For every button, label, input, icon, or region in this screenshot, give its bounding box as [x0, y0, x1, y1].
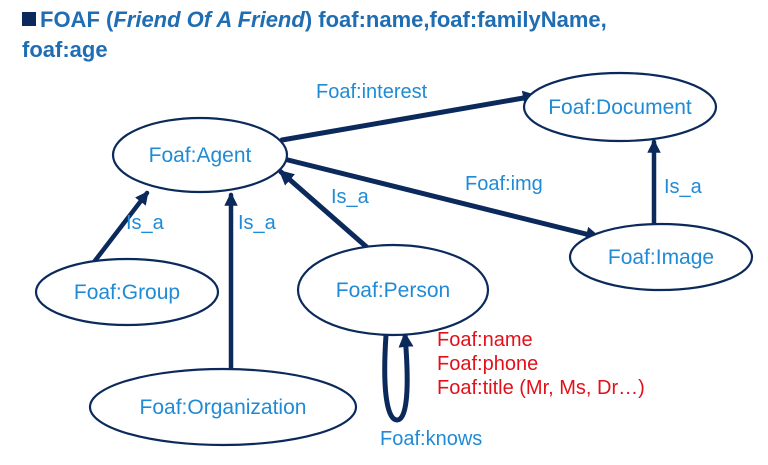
node-image-label: Foaf:Image [608, 246, 714, 269]
edge-agent-document [279, 90, 538, 143]
node-agent-label: Foaf:Agent [149, 144, 252, 167]
label-interest: Foaf:interest [316, 81, 428, 103]
person-property-name: Foaf:name [437, 329, 533, 351]
node-agent: Foaf:Agent [111, 116, 289, 194]
label-img: Foaf:img [465, 173, 543, 195]
node-organization-label: Foaf:Organization [140, 396, 307, 419]
node-person-label: Foaf:Person [336, 279, 450, 302]
label-isa-document-image: Is_a [664, 176, 703, 198]
edge-person-knows-loop [382, 332, 414, 423]
node-document: Foaf:Document [522, 71, 718, 143]
node-group-label: Foaf:Group [74, 281, 180, 304]
edge-agent-image [285, 157, 601, 242]
label-isa-organization: Is_a [238, 212, 277, 234]
node-image: Foaf:Image [568, 222, 754, 292]
node-group: Foaf:Group [34, 257, 220, 327]
label-knows: Foaf:knows [380, 428, 482, 450]
title-prefix: FOAF ( [40, 7, 114, 32]
node-organization: Foaf:Organization [88, 367, 358, 447]
edge-person-agent [278, 169, 381, 260]
node-document-label: Foaf:Document [548, 96, 692, 119]
person-property-phone: Foaf:phone [437, 353, 538, 375]
title-line2: foaf:age [22, 37, 108, 62]
slide-title: FOAF (Friend Of A Friend) foaf:name,foaf… [22, 5, 762, 65]
person-property-title: Foaf:title (Mr, Ms, Dr…) [437, 377, 645, 399]
label-isa-person: Is_a [331, 186, 370, 208]
node-person: Foaf:Person [296, 243, 490, 337]
label-isa-group: Is_a [126, 212, 165, 234]
edge-group-agent [91, 190, 150, 265]
title-italic: Friend Of A Friend [113, 7, 305, 32]
title-suffix: ) foaf:name,foaf:familyName, [304, 7, 607, 32]
bullet-square-icon [22, 12, 36, 26]
